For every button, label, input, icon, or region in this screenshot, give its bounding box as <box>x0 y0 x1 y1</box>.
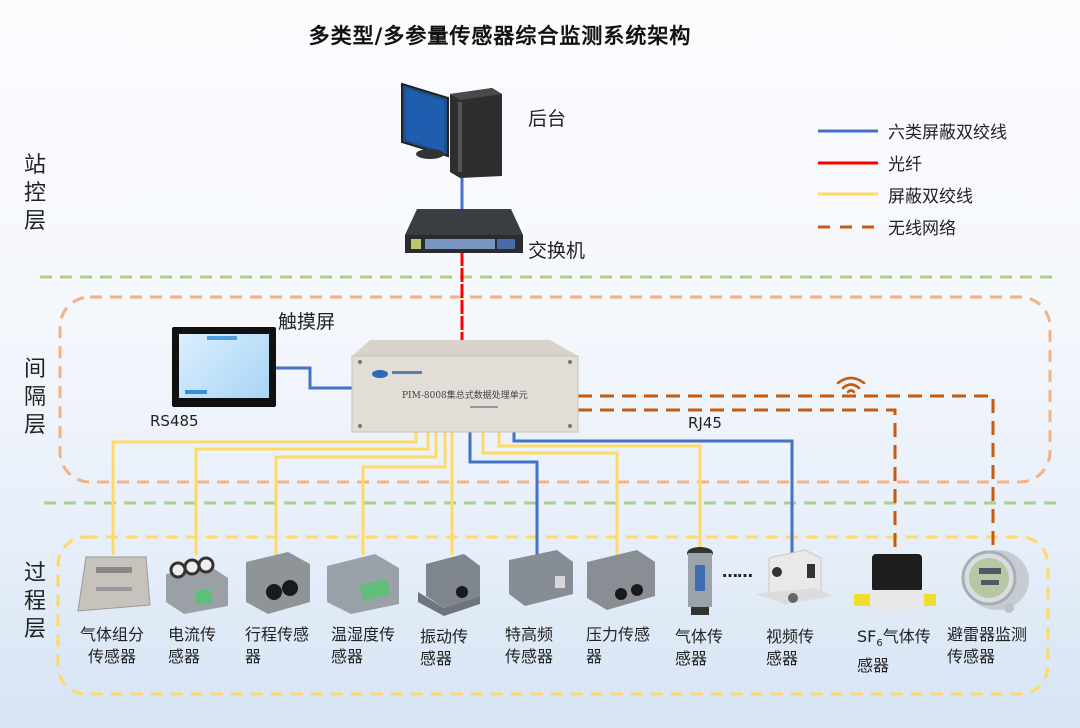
wire-wireless-sf6 <box>578 408 897 548</box>
sensor-current <box>162 556 232 614</box>
sensor-label-line1: 行程传感 <box>245 625 310 644</box>
sensor-label-line2: 感器 <box>420 649 453 668</box>
touchscreen-device <box>172 327 276 407</box>
sensor-label-line2: 感器 <box>766 649 799 668</box>
diagram-title: 多类型/多参量传感器综合监测系统架构 <box>308 24 692 48</box>
sensor-label-gas: 气体传 感器 <box>675 626 723 670</box>
sensor-label-current: 电流传 感器 <box>168 624 216 668</box>
sensor-label-line2: 器 <box>586 647 603 666</box>
bay-layer-frame <box>58 295 1052 484</box>
vibration-sensor-icon <box>418 554 480 616</box>
computer-icon <box>401 82 502 178</box>
sensor-label-line1: 避雷器监测 <box>947 625 1028 644</box>
legend-label-shielded: 屏蔽双绞线 <box>888 187 973 207</box>
sensor-label-line1: 振动传 <box>420 627 469 646</box>
wire-sensor-uhf <box>468 432 539 555</box>
sensor-gas-component <box>76 555 152 615</box>
port-label-rs485: RS485 <box>150 412 199 430</box>
sensor-label-line1: 气体传 <box>675 627 724 646</box>
switch-icon <box>405 209 523 253</box>
wire-sensor-video <box>512 432 794 555</box>
uhf-sensor-icon <box>509 550 573 606</box>
switch-label: 交换机 <box>528 240 586 262</box>
wire-sensor-travel <box>274 432 438 555</box>
sensor-label-line2: 器 <box>245 647 262 666</box>
current-sensor-icon <box>166 556 228 614</box>
legend-label-wireless: 无线网络 <box>888 219 956 239</box>
temp-humidity-sensor-icon <box>327 554 399 614</box>
sensor-label-line2: 传感器 <box>88 647 137 666</box>
legend-label-fiber: 光纤 <box>888 155 922 175</box>
sensor-uhf <box>505 548 575 612</box>
sensor-travel <box>244 550 314 616</box>
sf6-suffix: 气体传 <box>882 627 931 646</box>
backend-label: 后台 <box>528 108 567 130</box>
sensor-video <box>755 548 835 612</box>
sensor-label-travel: 行程传感 器 <box>245 624 309 668</box>
sensor-label-line1: 特高频 <box>505 625 554 644</box>
sensor-gas <box>685 545 715 617</box>
video-sensor-icon <box>755 549 833 605</box>
wire-wireless-arrester <box>578 394 995 548</box>
sensor-label-line1: SF6气体传 <box>857 626 931 655</box>
sensor-label-line2: 感器 <box>857 656 890 676</box>
sensor-label-uhf: 特高频 传感器 <box>505 624 553 668</box>
touchscreen-display <box>179 334 269 398</box>
sensor-vibration <box>418 552 484 616</box>
layer-label-station: 站控层 <box>23 153 46 234</box>
sensor-label-line1: 视频传 <box>766 627 815 646</box>
pressure-sensor-icon <box>587 550 655 610</box>
wire-sensor-pressure <box>481 432 619 555</box>
wire-sensor-gas <box>497 432 702 548</box>
wire-sensor-current <box>194 432 430 555</box>
touchscreen-label: 触摸屏 <box>278 311 336 333</box>
data-processing-unit: PIM-8008集总式数据处理单元 <box>350 338 580 434</box>
sensor-label-line1: 电流传 <box>168 625 217 644</box>
sensor-label-gas-component: 气体组分 传感器 <box>80 624 144 668</box>
sensor-temp-humidity <box>325 552 401 616</box>
network-switch <box>403 207 523 255</box>
sensor-pressure <box>585 548 657 612</box>
more-sensors-ellipsis: …… <box>722 562 753 581</box>
sensor-label-pressure: 压力传感 器 <box>586 624 650 668</box>
gas-component-sensor-icon <box>77 556 151 612</box>
sensor-label-line2: 传感器 <box>505 647 554 666</box>
sensor-arrester <box>955 546 1031 616</box>
port-label-rj45: RJ45 <box>688 414 722 432</box>
travel-sensor-icon <box>246 552 310 614</box>
sensor-label-video: 视频传 感器 <box>766 626 814 670</box>
wifi-icon <box>836 376 866 394</box>
wire-sensor-gas-component <box>111 432 418 555</box>
sensor-label-line1: 气体组分 <box>80 625 145 644</box>
sensor-label-line1: 压力传感 <box>586 625 651 644</box>
process-layer-frame <box>56 535 1050 696</box>
layer-label-process: 过程层 <box>23 561 46 642</box>
sensor-label-sf6: SF6气体传 感器 <box>857 626 931 677</box>
sensor-label-line1: 温湿度传 <box>331 625 396 644</box>
wire-touchscreen-unit <box>274 366 352 390</box>
sensor-label-line2: 感器 <box>168 647 201 666</box>
unit-nameplate: PIM-8008集总式数据处理单元 <box>402 391 528 401</box>
layer-label-bay: 间隔层 <box>23 357 46 438</box>
arrester-sensor-icon <box>961 550 1029 613</box>
sensor-label-line2: 感器 <box>331 647 364 666</box>
sensor-sf6 <box>850 552 938 614</box>
legend-label-cat6: 六类屏蔽双绞线 <box>888 123 1007 143</box>
rack-unit-icon <box>351 340 579 433</box>
sensor-label-line2: 感器 <box>675 649 708 668</box>
sensor-label-temp-humidity: 温湿度传 感器 <box>331 624 395 668</box>
gas-sensor-icon <box>687 547 713 615</box>
sf6-prefix: SF <box>857 627 877 646</box>
sensor-label-line2: 传感器 <box>947 647 996 666</box>
wire-sensor-temp-humidity <box>361 432 447 555</box>
sensor-label-arrester: 避雷器监测 传感器 <box>947 624 1027 668</box>
backend-computer <box>400 80 510 180</box>
sensor-label-vibration: 振动传 感器 <box>420 626 468 670</box>
sf6-sensor-icon <box>854 554 936 610</box>
sf6-subscript: 6 <box>876 638 883 650</box>
